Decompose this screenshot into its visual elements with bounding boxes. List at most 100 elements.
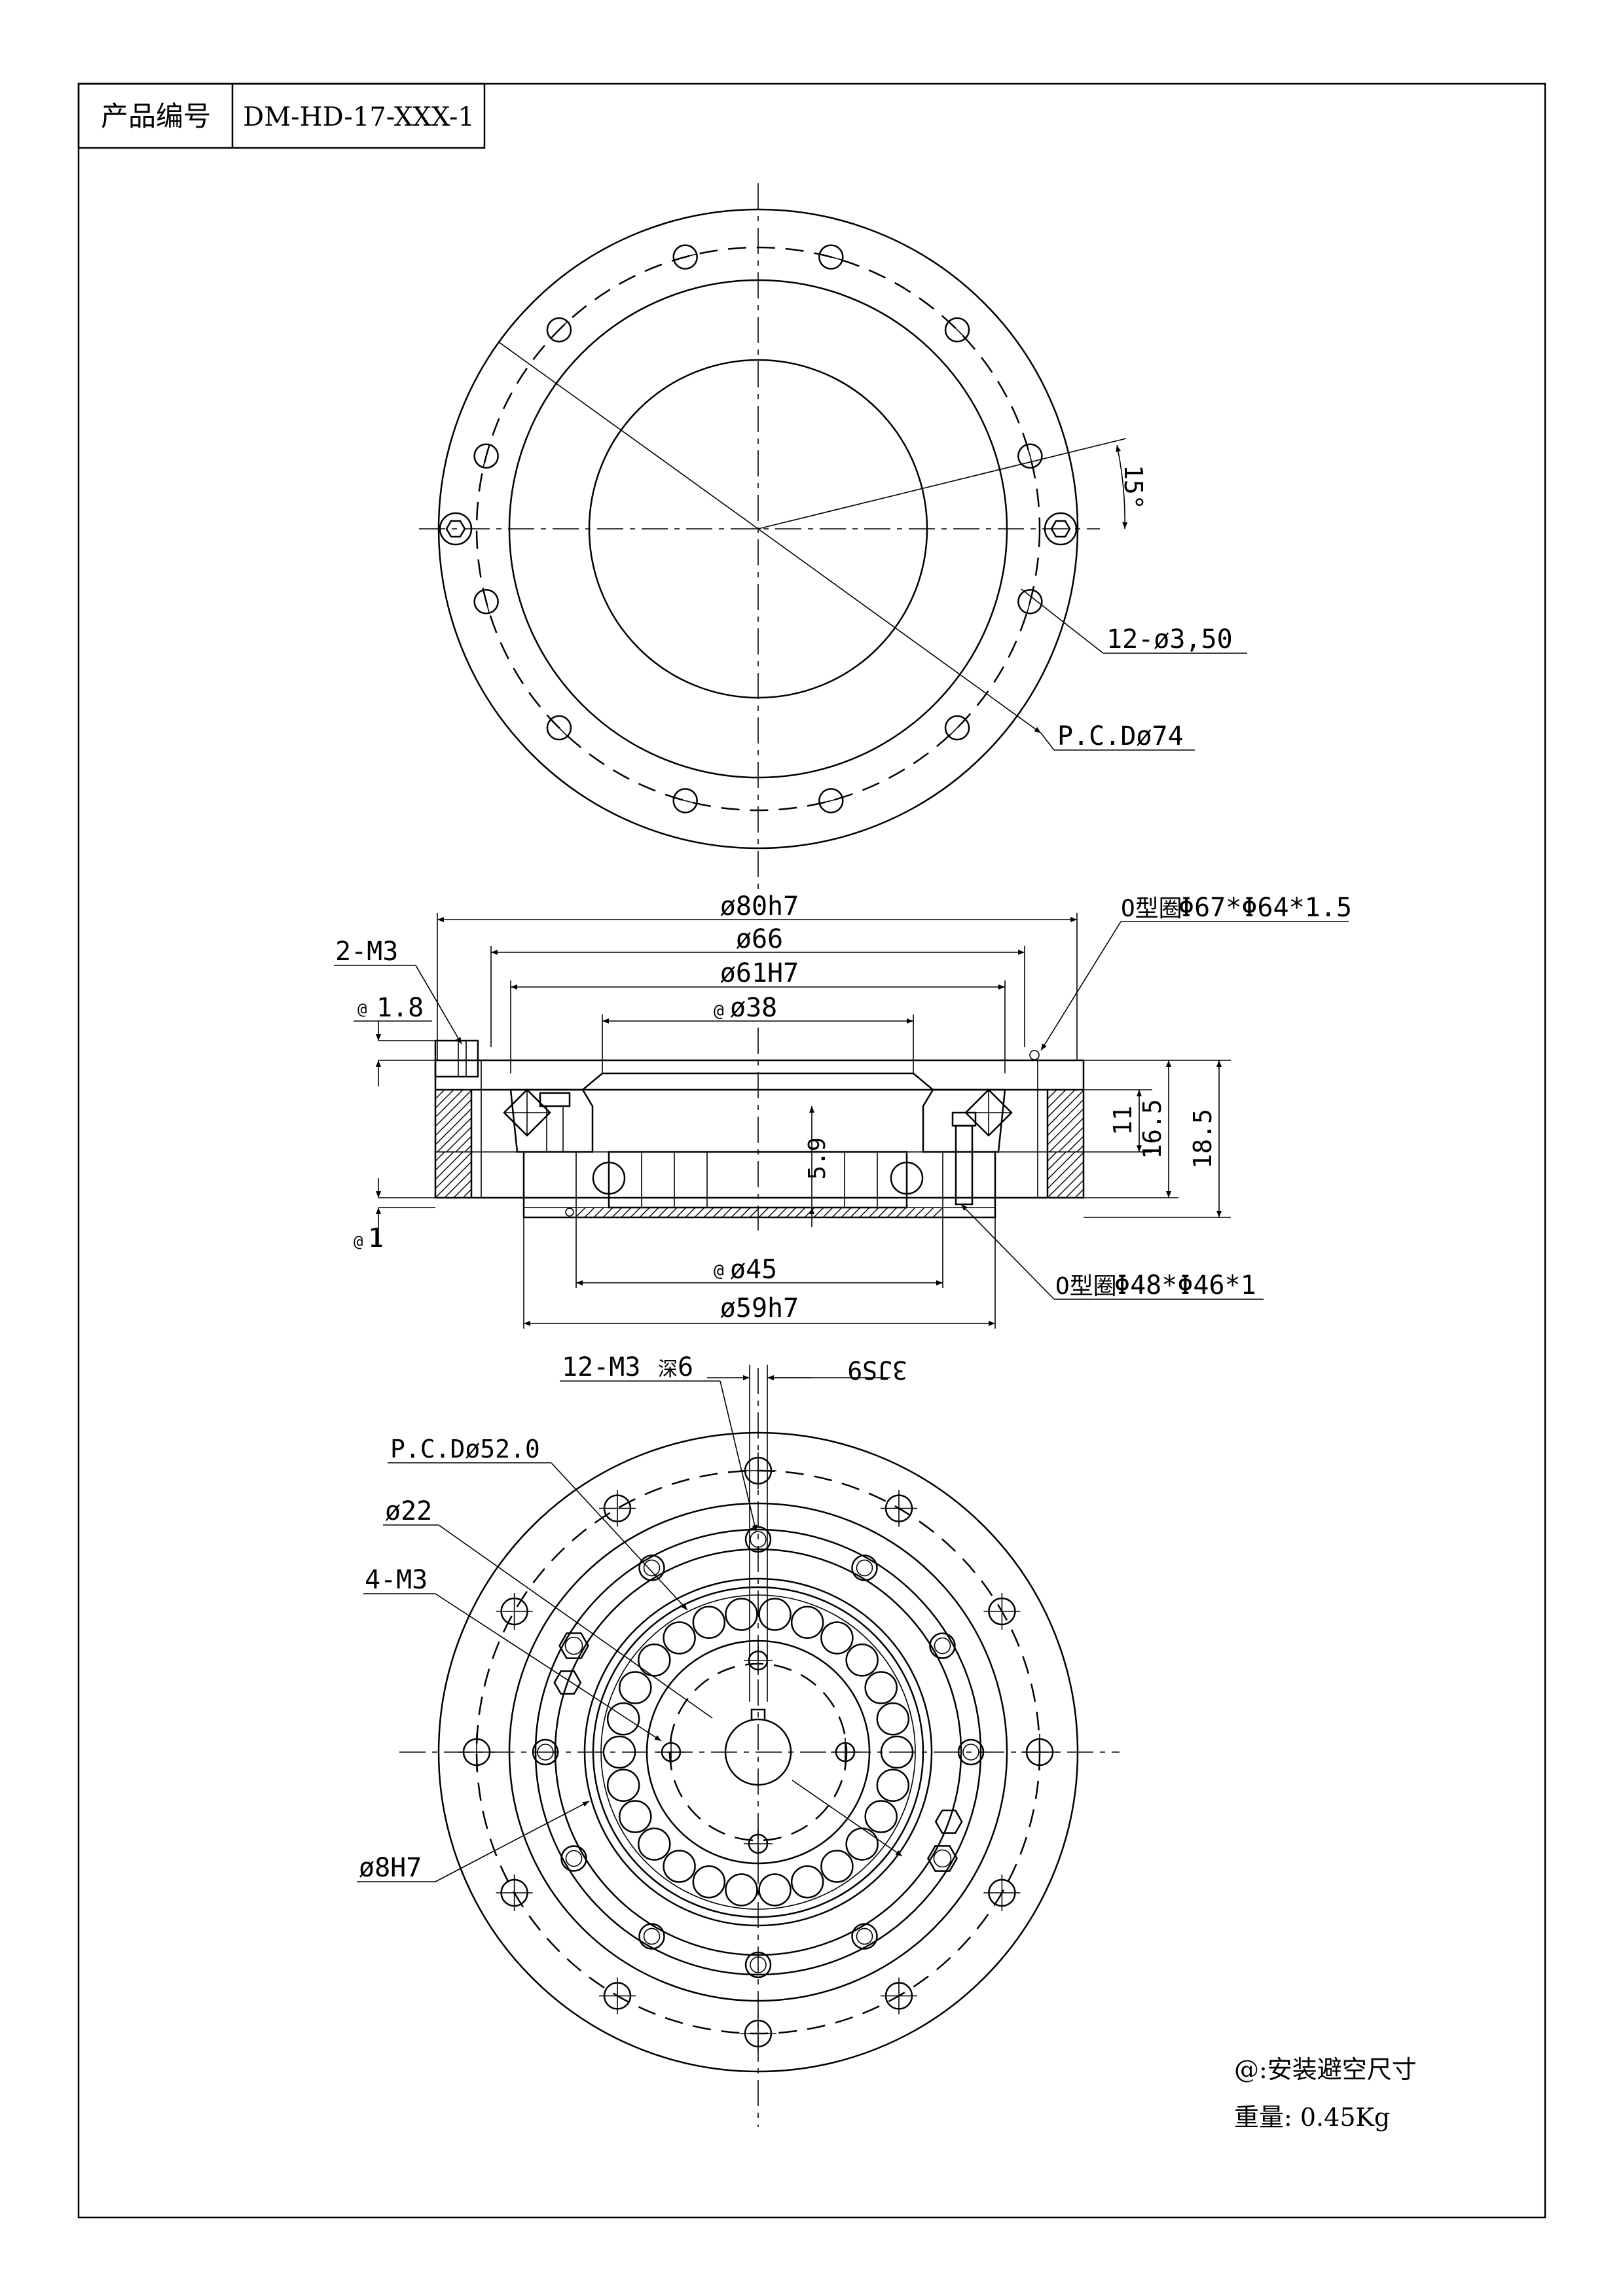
outer-flange-circle [437,208,1079,850]
front-bolt-hole [944,715,970,741]
rear-m3-hole [744,1526,772,1553]
rear-hex-screw [553,1670,582,1695]
dim-61: ø61H7 [720,958,799,988]
dim-38: ø38 [730,993,777,1023]
rear-outer-hole [881,1977,917,2015]
bearing-roller [758,1873,792,1907]
title-block [77,82,486,149]
rear-outer-hole [599,1977,636,2015]
front-bolt-hole [546,715,572,741]
angle-label: 15° [1119,465,1148,510]
hex-screw-left [439,512,473,546]
section-hatching [435,1089,1084,1218]
rear-m3-hole [560,1845,587,1872]
dim-outer: ø80h7 [720,891,799,922]
front-bolt-hole [1017,589,1043,615]
section-view: ø80h7 ø66 ø61H7 @ ø38 [334,891,1352,1329]
dim-16-5: 16.5 [1138,1099,1167,1159]
rear-outer-hole [599,1490,636,1527]
rear-pcd-label: P.C.Dø52.0 [390,1435,540,1463]
svg-text:@: @ [354,1232,363,1251]
rear-m3-hole [851,1554,878,1581]
front-bolt-hole [672,788,698,814]
rear-inner-hole [657,1738,685,1767]
title-block-label: 产品编号 [101,100,211,132]
front-bolt-hole [818,244,844,270]
weight-note: 重量: 0.45Kg [1234,2103,1390,2132]
bearing-roller [820,1850,854,1883]
bearing-roller [725,1598,758,1631]
front-bolt-hole [672,244,698,270]
front-bolt-hole [473,443,499,469]
bearing-roller [876,1702,910,1736]
rear-hex-screw [558,1632,589,1659]
front-bolt-hole [546,317,572,343]
hex-screw-right [1044,512,1078,546]
rear-outer-hole [458,1734,495,1770]
rear-outer-hole [740,1452,776,1489]
gap-bottom-label: 1 [368,1223,384,1253]
product-number: DM-HD-17-XXX-1 [243,102,475,132]
oring-bottom-label: Φ48*Φ46*1 [1114,1270,1256,1300]
rear-inner-hole [744,1829,773,1858]
bearing-roller [790,1605,824,1640]
rear-inner-hole [744,1646,773,1675]
rear-m3-hole [638,1923,665,1950]
bearing-roller [638,1827,671,1861]
bearing-roller [619,1800,652,1833]
rear-inner-hole [831,1738,860,1767]
dim-11: 11 [1108,1105,1137,1136]
m3-depth-label: 6 [678,1352,693,1382]
bearing-roller [845,1643,879,1677]
bearing-roller [692,1605,726,1640]
bearing-roller [864,1800,898,1833]
rear-m3-hole [532,1738,559,1766]
rear-m3-holes [532,1526,985,1979]
front-view: P.C.Dø74 12-ø3,50 15° [419,183,1247,890]
rear-outer-holes [458,1452,1058,2052]
svg-text:O型圈: O型圈 [1055,1273,1117,1300]
bearing-roller [638,1643,671,1677]
dim-8-label: ø8H7 [359,1853,422,1883]
oring-top-label: Φ67*Φ64*1.5 [1178,893,1352,923]
svg-text:@: @ [714,1261,724,1281]
rear-m3-hole [957,1738,985,1766]
mount-note: @:安装避空尺寸 [1234,2055,1417,2084]
rear-hex-screw [934,1809,963,1834]
rear-inner-holes [657,1646,860,1858]
rear-outer-hole [496,1593,533,1630]
front-bolt-hole [1017,443,1043,469]
rear-outer-hole [983,1874,1021,1911]
rear-m3-hole [851,1923,878,1950]
dim-22-label: ø22 [385,1496,432,1526]
svg-text:深: 深 [658,1358,678,1381]
m3-holes-label: 12-M3 [562,1352,640,1382]
rear-outer-hole [881,1490,917,1527]
rear-m3-hole [929,1632,956,1659]
bearing-roller [880,1735,914,1769]
rear-m3-hole [638,1554,665,1581]
bearing-roller [619,1671,652,1704]
bearing-roller [790,1865,824,1899]
dim-18-5: 18.5 [1188,1109,1217,1169]
svg-text:@: @ [714,1001,724,1021]
dim-45: ø45 [730,1255,777,1285]
gap-top-label: 1.8 [376,993,424,1023]
bearing-roller [663,1850,696,1883]
front-pcd-label: P.C.Dø74 [1057,721,1184,751]
m3-4-label: 4-M3 [365,1565,428,1595]
rear-outer-hole [740,2015,776,2052]
front-holes-label: 12-ø3,50 [1106,624,1233,655]
bearing-roller [845,1827,879,1861]
rear-outer-hole [983,1593,1021,1630]
bearing-roller [725,1873,758,1907]
front-bolt-hole [944,317,970,343]
bearing-roller [663,1621,696,1655]
bearing-roller [606,1768,640,1802]
rear-outer-hole [1021,1734,1058,1770]
rear-view: 3JS9 12-M3 深 6 P.C.Dø52.0 ø22 4-M3 ø8H7 [357,1352,1120,2127]
pcd-circle [475,246,1041,812]
dim-66: ø66 [736,924,783,954]
svg-text:@: @ [357,1000,367,1018]
keyway-label: 3JS9 [847,1355,907,1384]
